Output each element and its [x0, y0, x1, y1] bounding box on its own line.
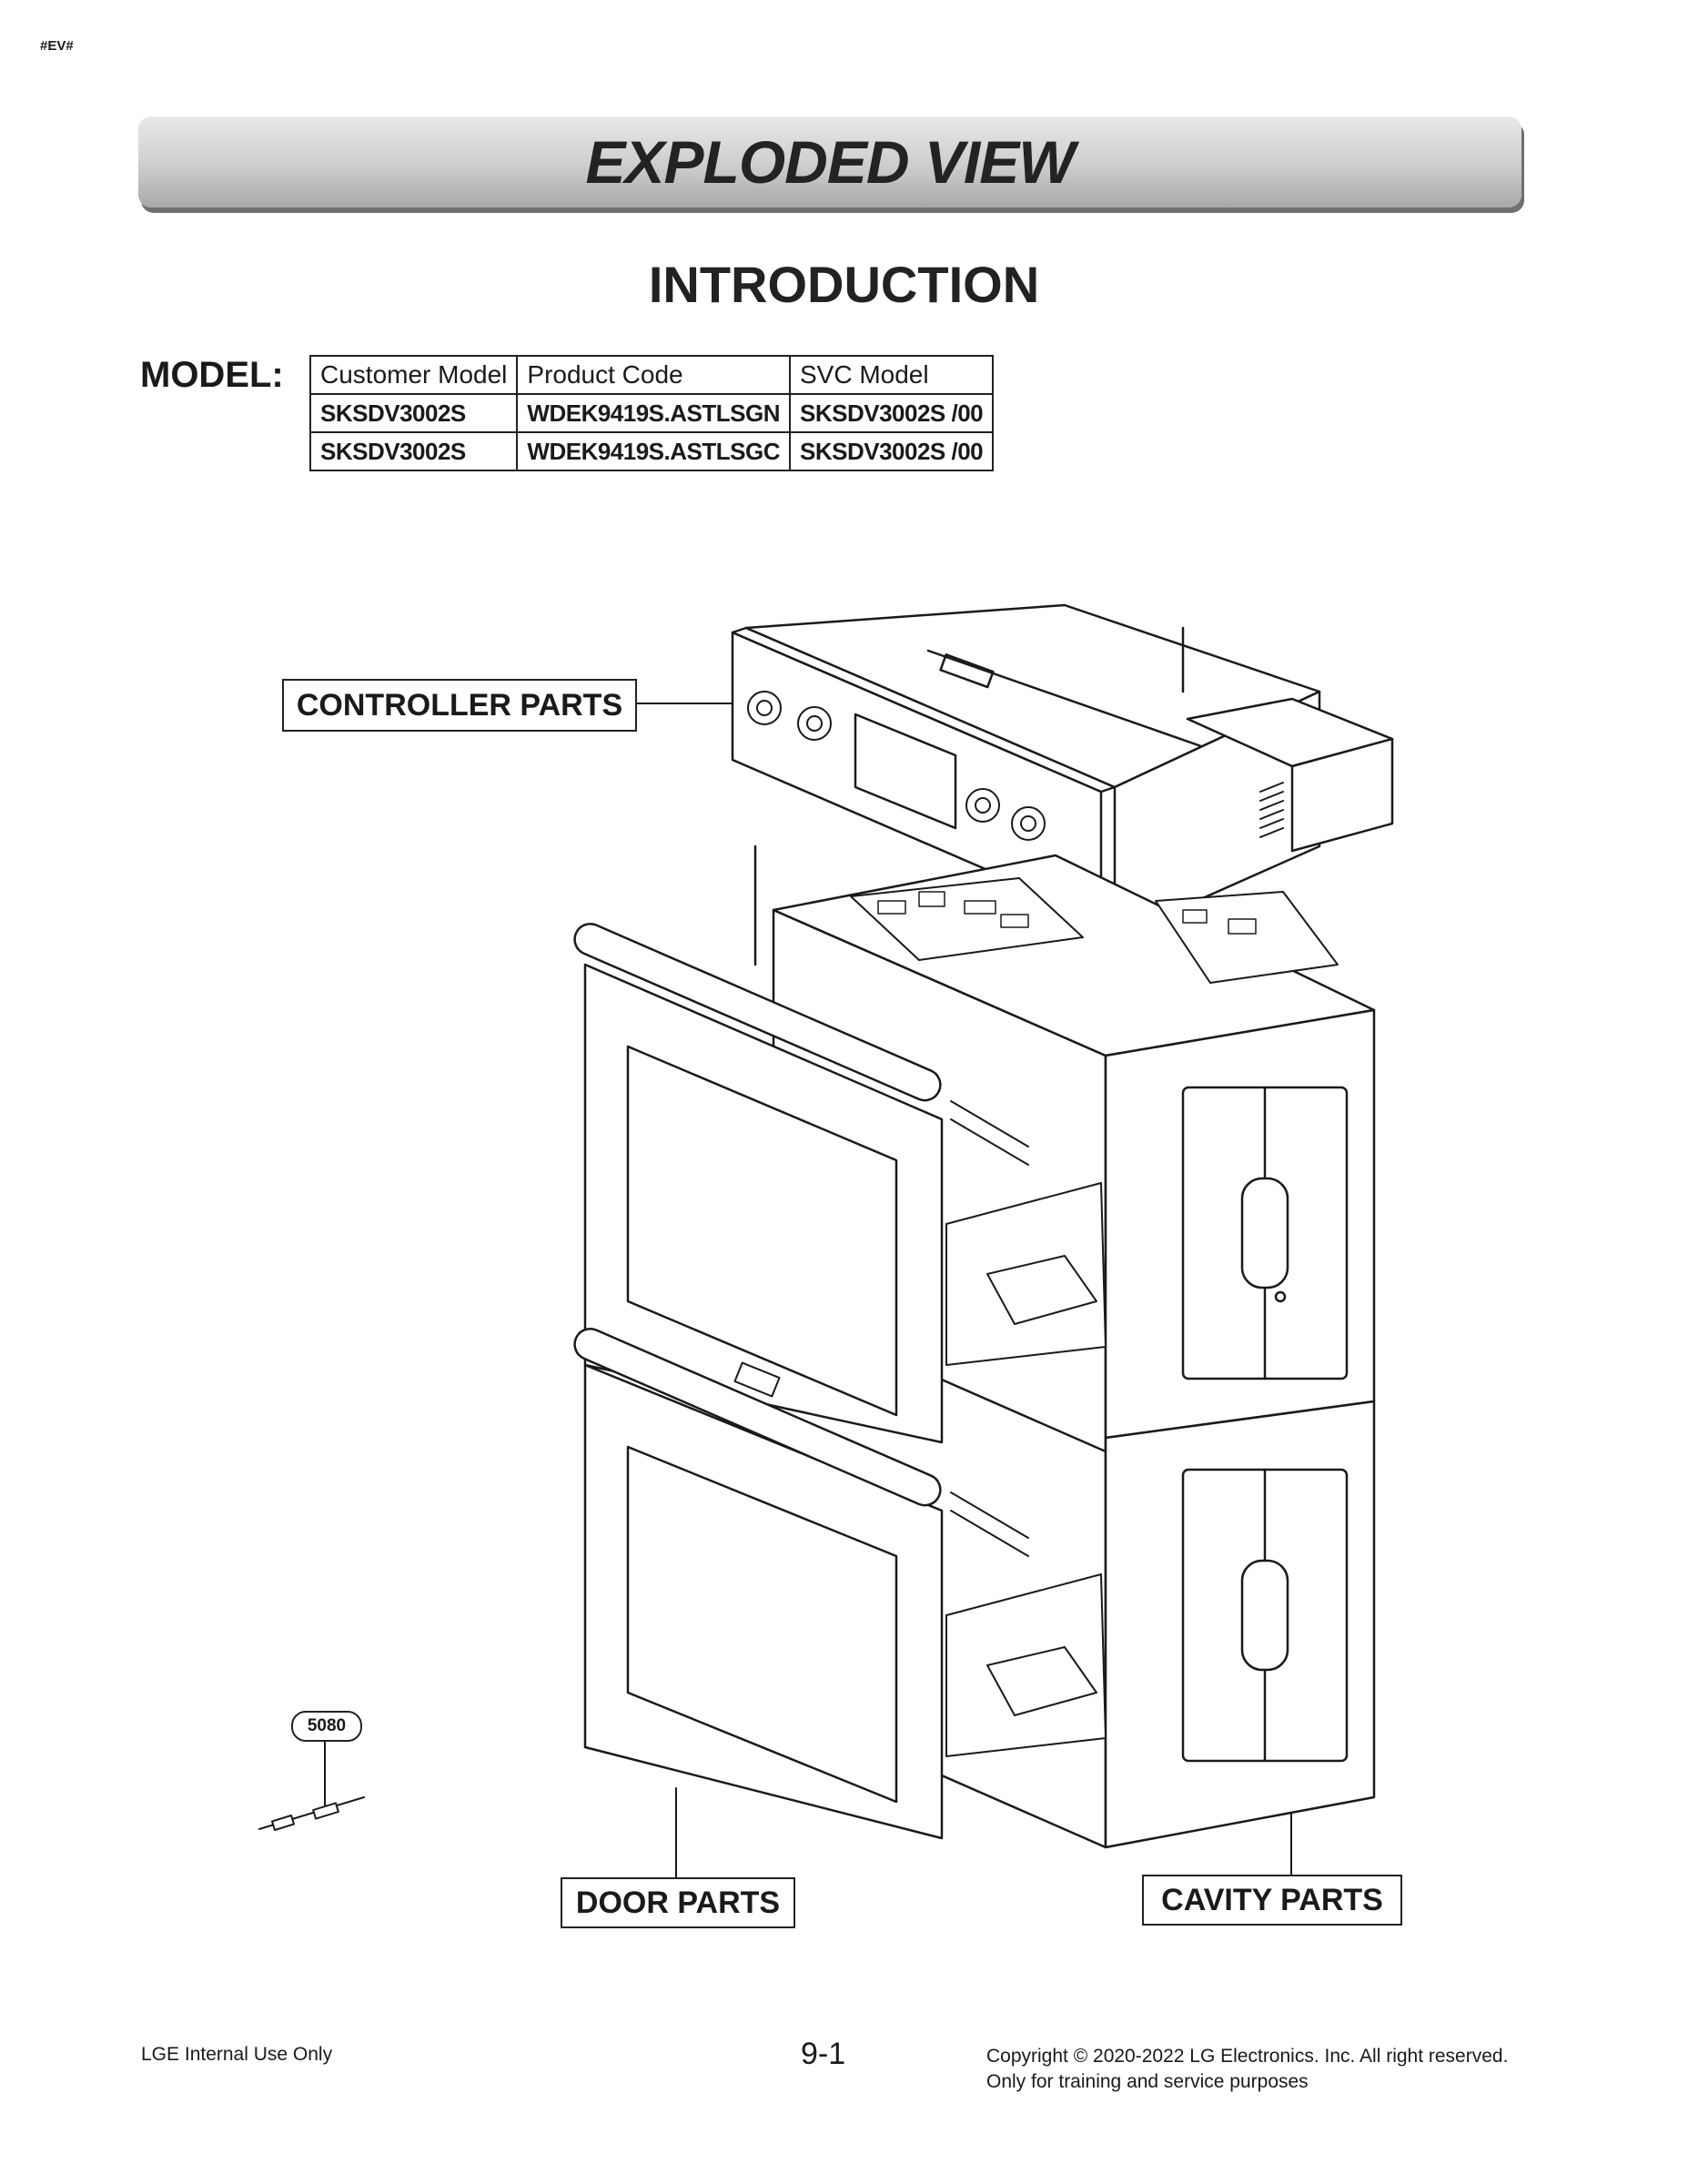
title-banner: EXPLODED VIEW [138, 116, 1521, 207]
part-number-badge: 5080 [291, 1711, 362, 1742]
controller-assembly [731, 603, 1394, 939]
cell-customer-model: SKSDV3002S [308, 431, 519, 471]
training-line: Only for training and service purposes [986, 2071, 1309, 2092]
part-5080-probe [258, 1796, 365, 1831]
table-row: SKSDV3002S WDEK9419S.ASTLSGC SKSDV3002S … [308, 431, 995, 471]
page-tag: #EV# [40, 38, 74, 54]
cell-product-code: WDEK9419S.ASTLSGC [516, 431, 791, 471]
banner-title: EXPLODED VIEW [585, 128, 1075, 196]
table-header-row: Customer Model Product Code SVC Model [308, 355, 995, 395]
header-svc-model: SVC Model [788, 355, 995, 395]
controller-parts-callout: CONTROLLER PARTS [282, 679, 637, 732]
header-product-code: Product Code [516, 355, 791, 395]
model-label: MODEL: [140, 355, 284, 395]
copyright-line: Copyright © 2020-2022 LG Electronics. In… [986, 2046, 1509, 2067]
footer-internal-use: LGE Internal Use Only [141, 2044, 333, 2065]
footer-copyright: Copyright © 2020-2022 LG Electronics. In… [986, 2044, 1508, 2095]
footer-page-number: 9-1 [801, 2037, 846, 2071]
cell-svc-model: SKSDV3002S /00 [788, 431, 995, 471]
header-customer-model: Customer Model [308, 355, 519, 395]
table-row: SKSDV3002S WDEK9419S.ASTLSGN SKSDV3002S … [308, 393, 995, 433]
cell-svc-model: SKSDV3002S /00 [788, 393, 995, 433]
door-assembly [573, 923, 944, 1840]
model-table: Customer Model Product Code SVC Model SK… [308, 355, 995, 471]
section-title: INTRODUCTION [648, 256, 1040, 313]
cell-customer-model: SKSDV3002S [308, 393, 519, 433]
cell-product-code: WDEK9419S.ASTLSGN [516, 393, 791, 433]
cavity-parts-callout: CAVITY PARTS [1142, 1875, 1402, 1926]
door-parts-callout: DOOR PARTS [561, 1877, 795, 1928]
